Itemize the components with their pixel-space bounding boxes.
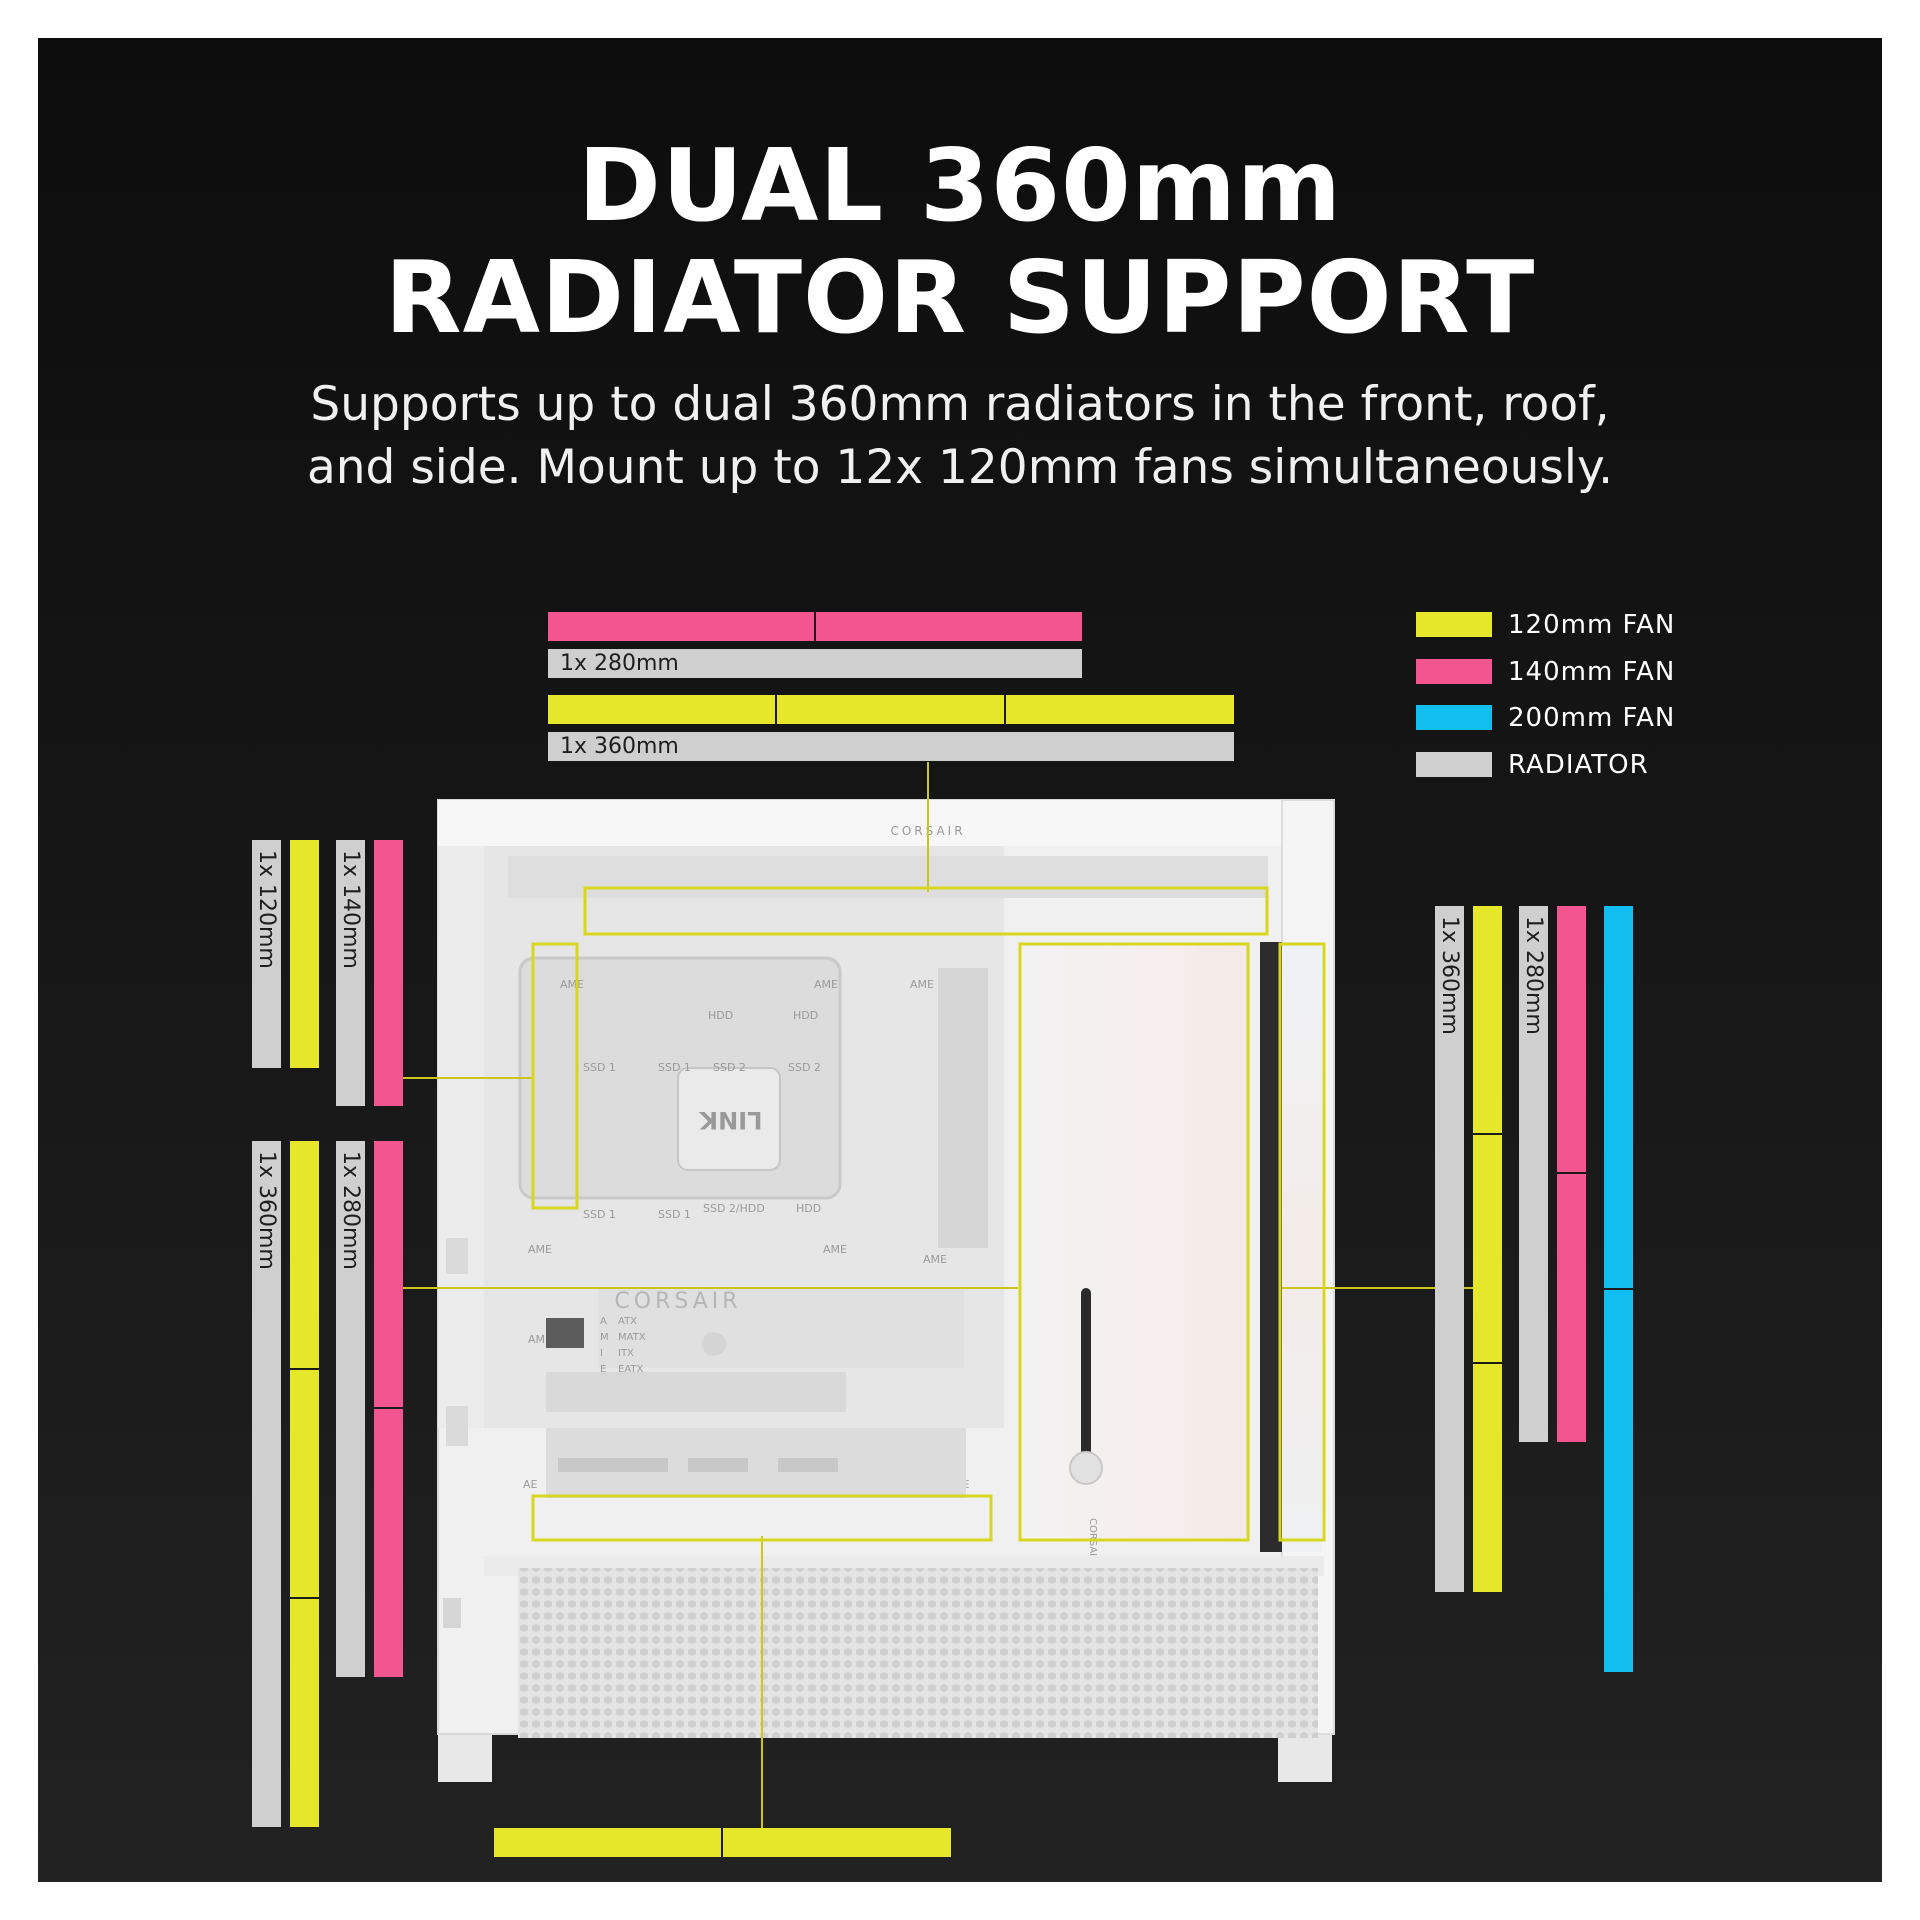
front-fan-140 <box>1557 906 1586 1174</box>
hdd-label: HDD <box>796 1202 821 1215</box>
top-brand: CORSAIR <box>890 824 965 838</box>
front-fan-120 <box>1473 1135 1502 1364</box>
roof-radiator-280-label: 1x 280mm <box>560 651 679 676</box>
tray-brand: CORSAIR <box>614 1289 741 1314</box>
rear-radiator-140-label: 1x 140mm <box>338 850 363 969</box>
ssd-label: SSD 2/HDD <box>703 1202 765 1215</box>
link-logo: LINK <box>698 1106 762 1134</box>
case-top-panel <box>438 800 1334 846</box>
legend-swatch-140mm <box>1416 659 1492 684</box>
side-fan-120 <box>290 1599 319 1827</box>
front-fan-200 <box>1604 1290 1633 1672</box>
standoff-label: AME <box>910 978 934 991</box>
front-fan-140 <box>1557 1174 1586 1442</box>
side-radiator-360: 1x 360mm <box>252 1141 281 1827</box>
rear-fan-140 <box>374 840 403 1106</box>
form-letter: M <box>600 1332 609 1343</box>
side-glass-area <box>1018 942 1250 1538</box>
front-fan-120 <box>1473 1364 1502 1592</box>
ssd-label: SSD 2 <box>788 1061 821 1074</box>
side-fan-120 <box>290 1370 319 1599</box>
pc-case-illustration: LINK HDD HDD SSD 1 SSD 1 SSD 2 SSD 2 SSD… <box>400 762 1474 1856</box>
front-fan-200 <box>1604 906 1633 1290</box>
side-radiator-280-label: 1x 280mm <box>338 1151 363 1270</box>
ssd-label: SSD 2 <box>713 1061 746 1074</box>
rear-mount-outline <box>531 942 579 1210</box>
form-letter: I <box>600 1348 603 1359</box>
roof-radiator-280: 1x 280mm <box>548 649 1082 678</box>
roof-radiator-360: 1x 360mm <box>548 732 1234 761</box>
standoff-label: AE <box>523 1478 538 1491</box>
legend-swatch-120mm <box>1416 612 1492 637</box>
hdd-label: HDD <box>793 1009 818 1022</box>
legend-swatch-radiator <box>1416 752 1492 777</box>
front-radiator-360-label: 1x 360mm <box>1437 916 1462 1035</box>
standoff-label: AME <box>560 978 584 991</box>
rear-fan-120 <box>290 840 319 1068</box>
side-fan-140 <box>374 1141 403 1409</box>
rear-radiator-120-label: 1x 120mm <box>254 850 279 969</box>
side-mount-outline <box>1018 942 1250 1542</box>
case-rear-panel <box>438 846 484 1428</box>
standoff-label: AME <box>528 1243 552 1256</box>
roof-fan-120 <box>1006 695 1234 724</box>
standoff-label: AME <box>823 1243 847 1256</box>
roof-fan-140 <box>548 612 816 641</box>
side-radiator-360-label: 1x 360mm <box>254 1151 279 1270</box>
roof-fan-120 <box>548 695 777 724</box>
form-letter: A <box>600 1316 607 1327</box>
legend-label-radiator: RADIATOR <box>1508 750 1649 780</box>
front-radiator-280: 1x 280mm <box>1519 906 1548 1442</box>
side-fan-120 <box>290 1141 319 1370</box>
legend-label-200mm: 200mm FAN <box>1508 703 1676 733</box>
ssd-label: SSD 1 <box>658 1208 691 1221</box>
rear-radiator-140: 1x 140mm <box>336 840 365 1106</box>
gpu-support-slot <box>1081 1288 1091 1458</box>
form-letter: E <box>600 1364 606 1375</box>
side-radiator-280: 1x 280mm <box>336 1141 365 1677</box>
bottom-mount-outline <box>531 1494 993 1542</box>
legend-label-120mm: 120mm FAN <box>1508 610 1676 640</box>
ssd-label: SSD 1 <box>583 1208 616 1221</box>
ssd-label: SSD 1 <box>658 1061 691 1074</box>
standoff-label: AME <box>923 1253 947 1266</box>
front-fan-120 <box>1473 906 1502 1135</box>
roof-radiator-360-label: 1x 360mm <box>560 734 679 759</box>
headline-line-2: RADIATOR SUPPORT <box>384 239 1536 356</box>
roof-fan-140 <box>816 612 1082 641</box>
front-fan-strip <box>1260 942 1282 1552</box>
link-hub <box>677 1067 781 1171</box>
psu-mesh <box>518 1568 1318 1738</box>
infographic-panel: DUAL 360mm RADIATOR SUPPORT Supports up … <box>38 38 1882 1882</box>
form-factor: ITX <box>618 1348 634 1359</box>
form-factor: EATX <box>618 1364 643 1375</box>
roof-fan-120 <box>777 695 1006 724</box>
description-line-1: Supports up to dual 360mm radiators in t… <box>310 377 1610 432</box>
front-radiator-360: 1x 360mm <box>1435 906 1464 1592</box>
front-mount-outline <box>1278 942 1326 1542</box>
standoff-label: AME <box>814 978 838 991</box>
legend-label-140mm: 140mm FAN <box>1508 657 1676 687</box>
form-factor: ATX <box>618 1316 637 1327</box>
headline-line-1: DUAL 360mm <box>577 127 1343 244</box>
bottom-fan-120 <box>494 1828 723 1857</box>
form-factor: MATX <box>618 1332 646 1343</box>
roof-mount-outline <box>583 886 1269 936</box>
description-line-2: and side. Mount up to 12x 120mm fans sim… <box>306 440 1614 495</box>
hdd-label: HDD <box>708 1009 733 1022</box>
side-fan-140 <box>374 1409 403 1677</box>
rear-radiator-120: 1x 120mm <box>252 840 281 1068</box>
legend-swatch-200mm <box>1416 705 1492 730</box>
bottom-fan-120 <box>723 1828 951 1857</box>
front-radiator-280-label: 1x 280mm <box>1521 916 1546 1035</box>
ssd-label: SSD 1 <box>583 1061 616 1074</box>
